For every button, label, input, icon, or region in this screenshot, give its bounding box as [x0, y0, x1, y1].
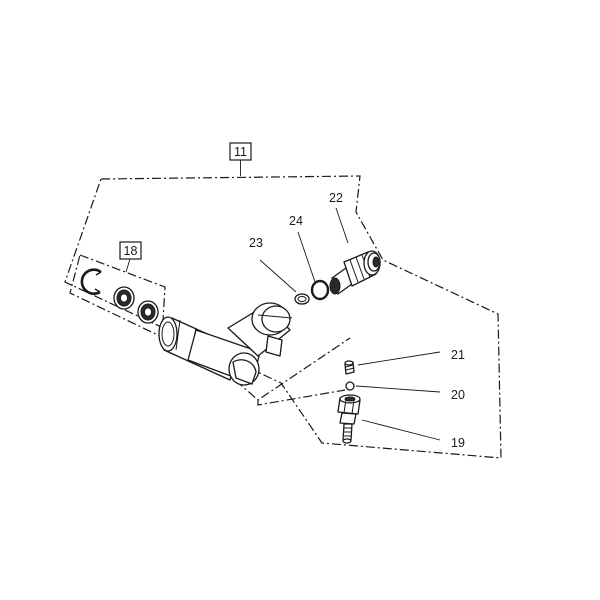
leader-24	[297, 231, 316, 283]
o-ring-24	[310, 279, 330, 301]
ball-20	[345, 381, 355, 391]
plug-21	[344, 360, 355, 375]
leader-22	[335, 207, 349, 244]
callout-19: 19	[451, 436, 465, 450]
callout-18-box	[119, 241, 142, 260]
fitting-19	[337, 394, 361, 444]
leader-23	[259, 259, 297, 293]
callout-11: 11	[234, 145, 247, 159]
leader-20	[355, 385, 441, 393]
retaining-ring	[80, 268, 102, 295]
leader-lines	[259, 207, 441, 441]
callout-24: 24	[289, 214, 303, 228]
valve-body	[158, 302, 293, 386]
callout-18-leader	[125, 258, 131, 273]
seal-2	[137, 300, 159, 324]
leader-19	[361, 419, 441, 441]
callout-23: 23	[249, 236, 263, 250]
o-ring-23	[294, 293, 310, 305]
callout-18: 18	[124, 244, 138, 258]
callout-21: 21	[451, 348, 465, 362]
callout-20: 20	[451, 388, 465, 402]
callout-22: 22	[329, 191, 343, 205]
seal-1	[113, 286, 135, 310]
fitting-22	[329, 250, 381, 295]
leader-21	[357, 351, 441, 366]
